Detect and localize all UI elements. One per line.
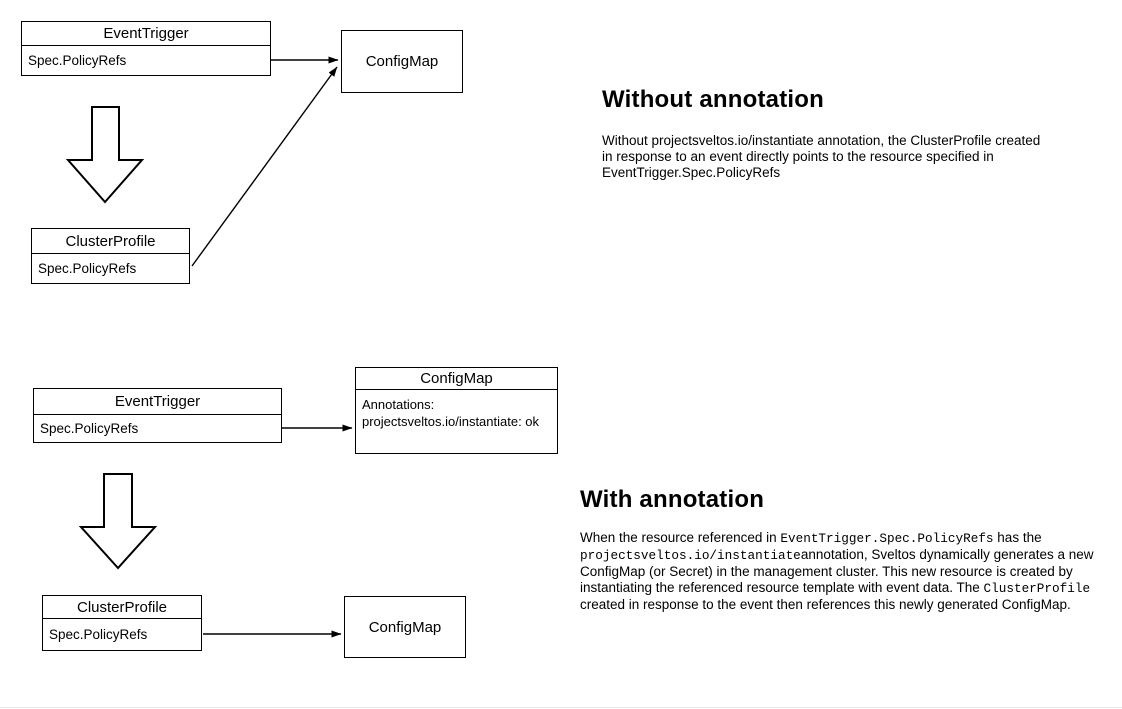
event-trigger-box-with: EventTrigger Spec.PolicyRefs <box>33 388 282 443</box>
event-trigger-box-without: EventTrigger Spec.PolicyRefs <box>21 21 271 76</box>
config-map-annotated-box: ConfigMap Annotations: projectsveltos.io… <box>355 367 558 454</box>
config-map-title: ConfigMap <box>365 53 439 70</box>
config-map-title: ConfigMap <box>356 368 557 390</box>
without-annotation-text: Without projectsveltos.io/instantiate an… <box>602 133 1041 180</box>
with-code-instantiate-annotation: projectsveltos.io/instantiate <box>580 548 801 563</box>
with-text-segment: When the resource referenced in <box>580 530 781 545</box>
with-code-clusterprofile: ClusterProfile <box>983 581 1091 596</box>
with-text-segment: has the <box>993 530 1042 545</box>
without-annotation-heading: Without annotation <box>602 86 824 113</box>
cluster-profile-title: ClusterProfile <box>32 229 189 254</box>
annotation-label: Annotations: <box>362 397 435 412</box>
with-annotation-text: When the resource referenced in EventTri… <box>580 530 1112 613</box>
cluster-profile-title: ClusterProfile <box>43 596 201 619</box>
page-bottom-divider <box>0 707 1122 708</box>
big-down-arrow-with <box>78 473 158 570</box>
config-map-box-without: ConfigMap <box>341 30 463 93</box>
with-text-segment: created in response to the event then re… <box>580 597 1071 612</box>
annotation-value: projectsveltos.io/instantiate: ok <box>362 414 540 429</box>
with-code-eventtrigger-policyrefs: EventTrigger.Spec.PolicyRefs <box>780 531 994 546</box>
with-annotation-heading: With annotation <box>580 486 765 513</box>
config-map-title: ConfigMap <box>368 618 442 636</box>
event-trigger-field: Spec.PolicyRefs <box>28 53 127 68</box>
cluster-profile-box-without: ClusterProfile Spec.PolicyRefs <box>31 228 190 284</box>
cluster-profile-field: Spec.PolicyRefs <box>49 627 148 642</box>
config-map-box-with: ConfigMap <box>344 596 466 658</box>
event-trigger-title: EventTrigger <box>34 389 281 415</box>
cluster-profile-field: Spec.PolicyRefs <box>38 261 137 276</box>
cluster-profile-box-with: ClusterProfile Spec.PolicyRefs <box>42 595 202 651</box>
arrow-clusterprofile-to-configmap-without <box>191 66 338 267</box>
event-trigger-field: Spec.PolicyRefs <box>40 421 139 436</box>
event-trigger-title: EventTrigger <box>22 22 270 46</box>
big-down-arrow-without <box>65 106 145 204</box>
config-map-annotations: Annotations: projectsveltos.io/instantia… <box>356 390 557 453</box>
with-text-segment: annotation, Sveltos dynamically generate… <box>580 547 1094 595</box>
